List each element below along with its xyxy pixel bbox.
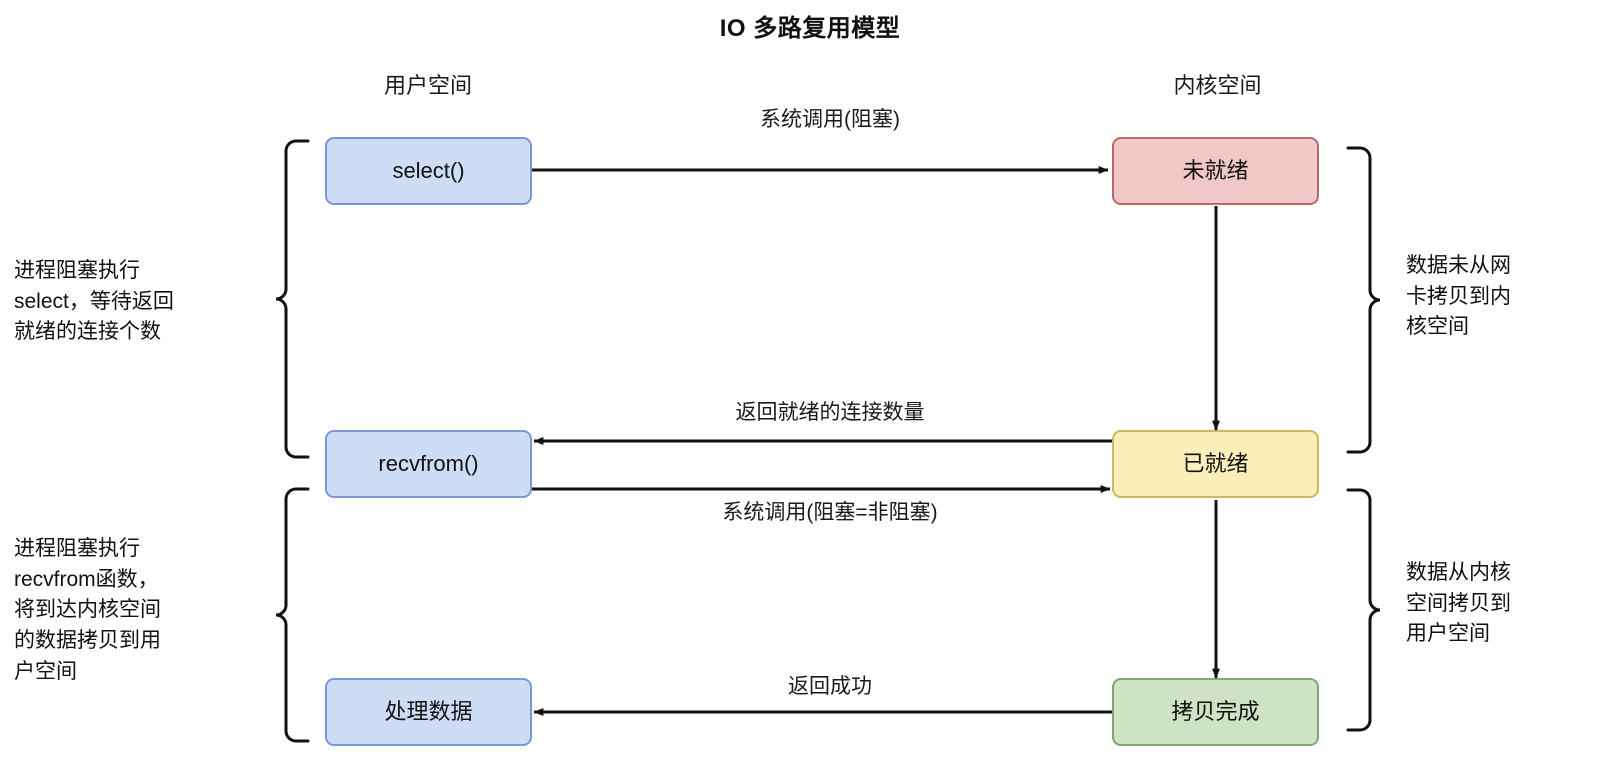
node-recvfrom-label: recvfrom() bbox=[378, 450, 479, 476]
annotation-left-top: 进程阻塞执行 select，等待返回 就绪的连接个数 bbox=[14, 259, 174, 344]
node-select[interactable]: select() bbox=[325, 137, 532, 205]
column-header-user-space: 用户空间 bbox=[383, 73, 472, 98]
node-ready[interactable]: 已就绪 bbox=[1112, 430, 1319, 498]
annotation-left-bottom: 进程阻塞执行 recvfrom函数， 将到达内核空间 的数据拷贝到用 户空间 bbox=[14, 537, 161, 683]
edge-label-syscall-block-eq-nonblock: 系统调用(阻塞=非阻塞) bbox=[722, 501, 938, 524]
node-process-data[interactable]: 处理数据 bbox=[325, 678, 532, 746]
column-header-kernel-space: 内核空间 bbox=[1173, 73, 1262, 98]
brace-left-top bbox=[275, 139, 310, 459]
node-copy-done-label: 拷贝完成 bbox=[1171, 698, 1260, 724]
node-not-ready-label: 未就绪 bbox=[1182, 157, 1249, 183]
annotation-right-bottom: 数据从内核 空间拷贝到 用户空间 bbox=[1406, 561, 1511, 646]
brace-left-bottom bbox=[275, 487, 310, 743]
brace-right-top bbox=[1346, 146, 1381, 454]
node-recvfrom[interactable]: recvfrom() bbox=[325, 430, 532, 498]
brace-right-bottom bbox=[1346, 488, 1381, 732]
edge-label-syscall-block: 系统调用(阻塞) bbox=[760, 108, 900, 131]
node-ready-label: 已就绪 bbox=[1182, 450, 1249, 476]
node-not-ready[interactable]: 未就绪 bbox=[1112, 137, 1319, 205]
node-process-data-label: 处理数据 bbox=[384, 698, 473, 724]
edge-label-return-success: 返回成功 bbox=[788, 675, 872, 698]
node-select-label: select() bbox=[392, 157, 465, 183]
edge-label-return-ready-count: 返回就绪的连接数量 bbox=[735, 401, 925, 424]
node-copy-done[interactable]: 拷贝完成 bbox=[1112, 678, 1319, 746]
annotation-right-top: 数据未从网 卡拷贝到内 核空间 bbox=[1406, 254, 1511, 339]
page-title: IO 多路复用模型 bbox=[719, 15, 901, 42]
